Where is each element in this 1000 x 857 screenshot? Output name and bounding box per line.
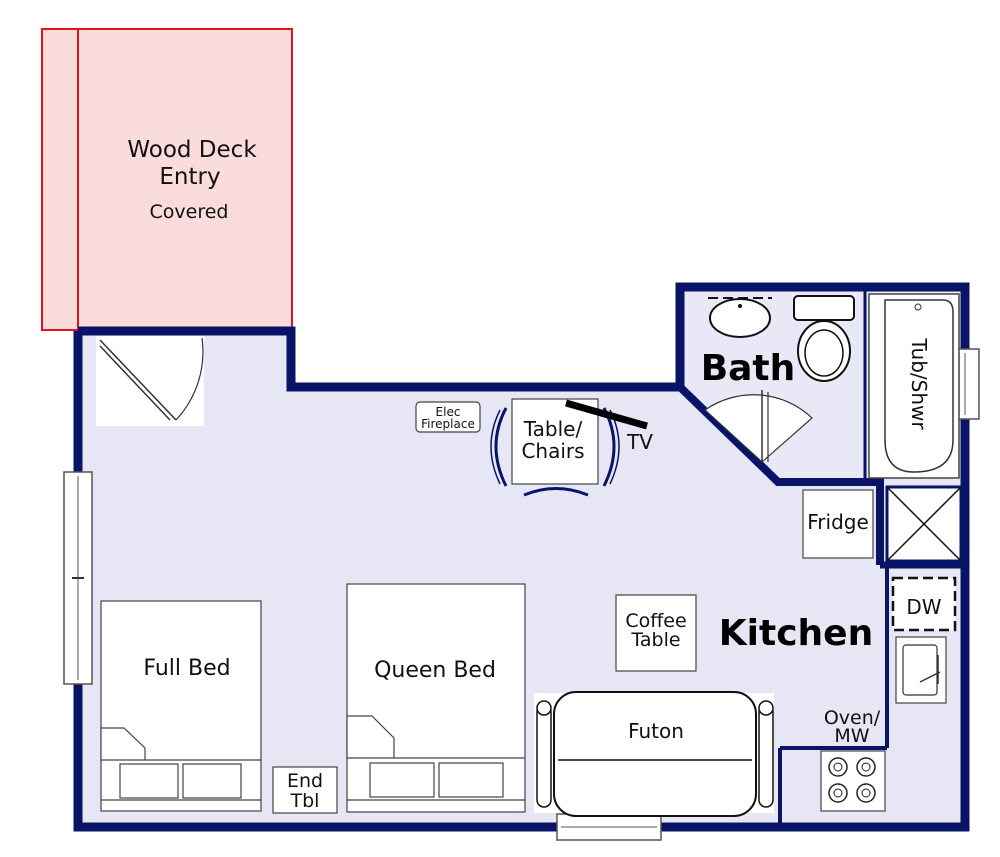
kitchen-sink: [895, 636, 947, 704]
fridge-label: Fridge: [807, 510, 869, 534]
oven-label-2: MW: [834, 725, 869, 747]
wood-deck: Wood Deck Entry Covered: [41, 28, 293, 331]
walls: [73, 282, 970, 832]
coffee-table: Coffee Table: [615, 594, 697, 672]
deck-label-2: Entry: [159, 164, 220, 190]
deck-area: [77, 28, 293, 331]
table-label-2: Chairs: [521, 439, 584, 463]
fridge: Fridge: [802, 489, 874, 559]
deck-label-3: Covered: [150, 201, 229, 223]
endtbl-label-2: Tbl: [290, 790, 320, 812]
tv-label: TV: [626, 430, 653, 454]
futon: Futon: [534, 691, 774, 817]
queen-bed-label: Queen Bed: [374, 658, 496, 683]
full-bed: Full Bed: [100, 600, 262, 812]
full-bed-label: Full Bed: [143, 656, 230, 681]
fireplace-label-1: Elec: [436, 405, 461, 419]
dw-label: DW: [906, 595, 941, 619]
bottom-window: [556, 813, 662, 841]
tv: TV: [565, 399, 653, 454]
toilet: [793, 295, 855, 382]
futon-label: Futon: [628, 719, 684, 743]
tub-label: Tub/Shwr: [907, 337, 931, 430]
closet: [885, 485, 963, 563]
deck-step: [41, 28, 79, 331]
queen-bed: Queen Bed: [346, 583, 526, 813]
coffee-label-2: Table: [630, 629, 680, 651]
oven: Oven/ MW: [820, 707, 886, 812]
endtbl-label-1: End: [287, 770, 323, 792]
left-window: [63, 471, 93, 685]
bath-label: Bath: [701, 348, 796, 389]
fireplace-label-2: Fireplace: [421, 417, 475, 431]
table-chairs: Table/ Chairs: [490, 398, 620, 497]
coffee-label-1: Coffee: [625, 610, 686, 632]
oven-label-1: Oven/: [824, 707, 881, 729]
table-label-1: Table/: [523, 417, 583, 441]
bath-door: [704, 390, 813, 463]
end-table: End Tbl: [272, 766, 338, 814]
deck-label-1: Wood Deck: [127, 137, 257, 163]
kitchen-label: Kitchen: [719, 613, 873, 654]
electric-fireplace: Elec Fireplace: [415, 401, 481, 433]
bathtub: Tub/Shwr: [868, 293, 960, 479]
dishwasher: DW: [891, 576, 957, 632]
bath-sink: [708, 297, 772, 338]
entry-door: [96, 336, 204, 426]
